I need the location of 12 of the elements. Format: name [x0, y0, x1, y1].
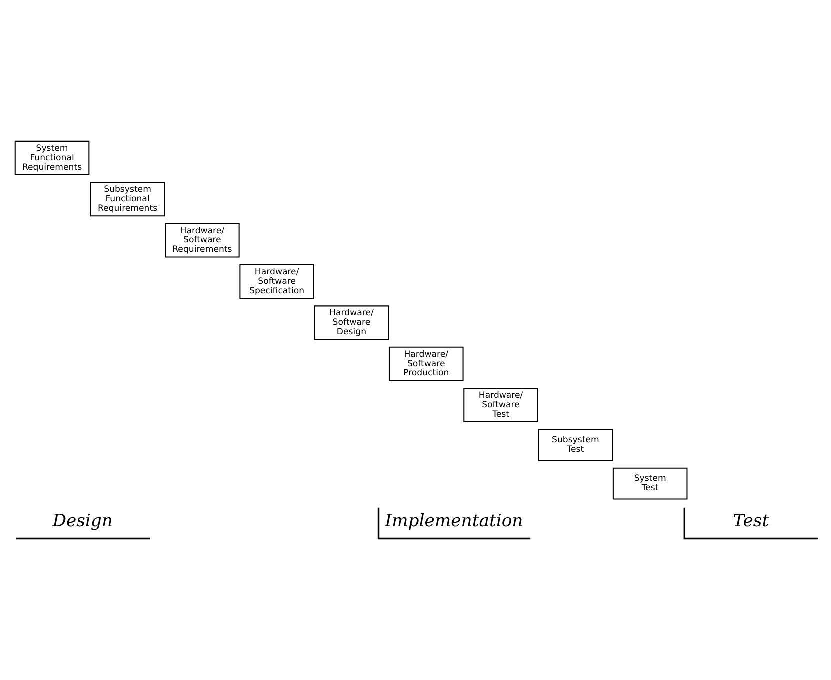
label: Design — [52, 511, 113, 532]
node-box: Hardware/ Software Design — [314, 305, 390, 340]
node-box: Hardware/ Software Production — [388, 346, 464, 381]
node-box: Hardware/ Software Test — [464, 388, 538, 422]
node-box: Hardware/ Software Specification — [240, 264, 314, 298]
node-box: System Functional Requirements — [14, 140, 90, 175]
label: Implementation — [385, 511, 524, 532]
node-box: Subsystem Test — [538, 428, 614, 461]
label: Test — [733, 511, 770, 532]
node-box: System Test — [612, 467, 688, 500]
node-box: Subsystem Functional Requirements — [90, 182, 166, 216]
node-box: Hardware/ Software Requirements — [165, 222, 240, 258]
